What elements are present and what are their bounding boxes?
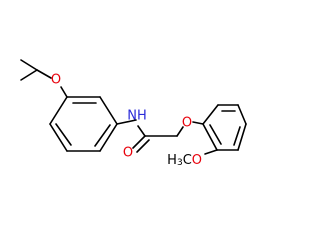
bond-isopropyl-ch-to-o bbox=[36, 69, 52, 79]
atom-label-carbonyl-oxygen: O bbox=[123, 146, 133, 161]
bond-ring-a-5 bbox=[49, 123, 68, 152]
bond-o-to-ring-b bbox=[192, 121, 204, 125]
atom-label-nh: NH bbox=[127, 109, 147, 124]
bond-ring-b-double-2 bbox=[233, 126, 241, 146]
bonds bbox=[20, 59, 247, 155]
bond-ring-b-6 bbox=[202, 123, 218, 151]
atom-label-ether-oxygen-top: O bbox=[51, 73, 61, 88]
methoxy-h: H bbox=[167, 153, 177, 168]
bond-ring-a-double-3 bbox=[55, 123, 72, 146]
bond-ring-b-4 bbox=[237, 123, 247, 151]
bond-isopropyl-lower-methyl bbox=[20, 69, 38, 81]
bond-ring-a-2 bbox=[99, 96, 118, 125]
bond-isopropyl-upper-methyl bbox=[20, 59, 38, 71]
methoxy-o: O bbox=[192, 153, 202, 168]
bond-nh-to-carbonyl-c bbox=[137, 125, 146, 137]
bond-carbonyl-c-to-o-a bbox=[132, 135, 146, 149]
methoxy-subscript: 3 bbox=[177, 158, 183, 168]
bond-o-to-ring-a bbox=[60, 86, 68, 98]
bond-ring-b-double-3 bbox=[209, 124, 222, 145]
methoxy-c: C bbox=[183, 153, 192, 168]
atom-label-ether-oxygen-right: O bbox=[182, 116, 192, 131]
atom-labels: O NH O O H3CO bbox=[51, 73, 202, 169]
bond-ring-a-double-2 bbox=[94, 124, 111, 147]
bond-ring-b-to-methoxy bbox=[204, 149, 218, 155]
molecule-structure-diagram: O NH O O H3CO bbox=[20, 59, 247, 169]
bond-ring-a-to-nh bbox=[116, 119, 137, 125]
atom-label-methoxy: H3CO bbox=[167, 153, 202, 169]
bond-ring-b-1 bbox=[202, 104, 219, 125]
bond-ring-b-3 bbox=[237, 104, 247, 125]
bond-ch2-to-o bbox=[176, 126, 184, 137]
bond-ring-a-3 bbox=[99, 123, 118, 152]
bond-ring-a-6 bbox=[49, 96, 68, 125]
bond-carbonyl-c-to-o-b bbox=[136, 139, 150, 153]
